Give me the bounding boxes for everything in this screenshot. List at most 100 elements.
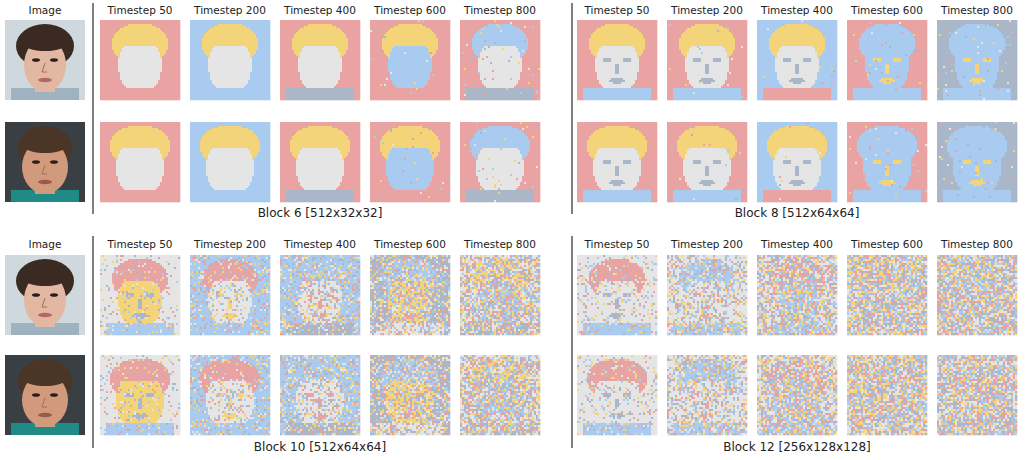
figure-pixel [911,54,927,56]
figure-pixel [639,64,657,66]
figure-pixel [635,50,643,52]
figure-pixel [370,72,390,74]
figure-pixel [859,44,881,46]
figure-pixel [795,66,799,68]
figure-pixel [250,74,270,76]
figure-pixel [719,24,747,26]
figure-pixel [799,68,819,70]
figure-pixel [124,46,156,48]
figure-pixel [921,88,927,90]
figure-pixel [250,182,270,184]
figure-pixel [847,92,853,94]
figure-pixel [460,54,476,56]
figure-pixel [100,46,112,48]
figure-pixel [949,40,1005,42]
figure-pixel [252,154,258,156]
figure-pixel [725,82,747,84]
figure-pixel [955,62,999,64]
figure-pixel [190,162,206,164]
figure-pixel [202,48,212,50]
figure-pixel [480,72,520,74]
figure-pixel [957,76,963,78]
figure-pixel [426,84,450,86]
figure-pixel [476,54,480,56]
figure-pixel [765,76,777,78]
figure-pixel [23,137,67,153]
figure-pixel [466,88,506,90]
figure-pixel [122,50,158,52]
figure-pixel [847,42,859,44]
figure-pixel [166,34,180,36]
figure-pixel [817,72,837,74]
figure-pixel [460,88,466,90]
figure-pixel [524,26,526,28]
figure-pixel [825,46,837,48]
figure-pixel [168,38,180,40]
figure-pixel [945,84,947,86]
figure-pixel [466,90,534,92]
figure-pixel [599,82,613,84]
figure-pixel [949,94,979,96]
figure-pixel [534,26,540,28]
figure-pixel [815,50,823,52]
figure-pixel [190,32,206,34]
figure-pixel [847,50,861,52]
figure-pixel [170,146,180,148]
figure-pixel [949,44,1007,46]
figure-pixel [342,56,360,58]
figure-pixel [825,42,837,44]
figure-pixel [340,54,344,56]
figure-pixel [699,82,701,84]
figure-pixel [937,34,939,36]
figure-pixel [100,166,116,168]
figure-pixel [937,20,1009,22]
figure-pixel [731,54,747,56]
figure-pixel [869,82,883,84]
figure-pixel [681,34,733,36]
figure-pixel [757,50,771,52]
figure-pixel [280,68,298,70]
figure-pixel [112,46,124,48]
figure-pixel [160,74,180,76]
figure-pixel [528,48,540,50]
figure-pixel [298,158,342,160]
figure-pixel [769,40,825,42]
figure-pixel [623,58,631,60]
figure-pixel [891,46,915,48]
figure-pixel [671,24,695,26]
figure-pixel [190,194,270,196]
figure-pixel [516,84,540,86]
figure-pixel [292,40,348,42]
figure-pixel [893,58,901,60]
figure-pixel [999,30,1017,32]
figure-pixel [995,80,1017,82]
figure-pixel [683,32,731,34]
figure-pixel [296,172,344,174]
figure-pixel [434,54,450,56]
figure-pixel [1013,68,1017,70]
figure-pixel [645,44,657,46]
figure-pixel [302,82,338,84]
figure-pixel [430,72,450,74]
figure-pixel [208,58,252,60]
figure-pixel [865,64,869,66]
figure-pixel [370,62,388,64]
figure-pixel [777,56,817,58]
figure-pixel [164,158,180,160]
figure-pixel [937,48,949,50]
figure-pixel [280,78,300,80]
figure-pixel [769,48,779,50]
figure-pixel [729,70,747,72]
figure-pixel [871,64,885,66]
figure-pixel [160,54,164,56]
figure-pixel [252,60,270,62]
figure-pixel [615,72,619,74]
figure-pixel [865,58,873,60]
figure-pixel [909,68,927,70]
figure-pixel [767,28,769,30]
figure-pixel [909,64,927,66]
figure-pixel [605,24,629,26]
figure-pixel [190,156,204,158]
figure-pixel [190,30,208,32]
figure-pixel [116,158,118,160]
